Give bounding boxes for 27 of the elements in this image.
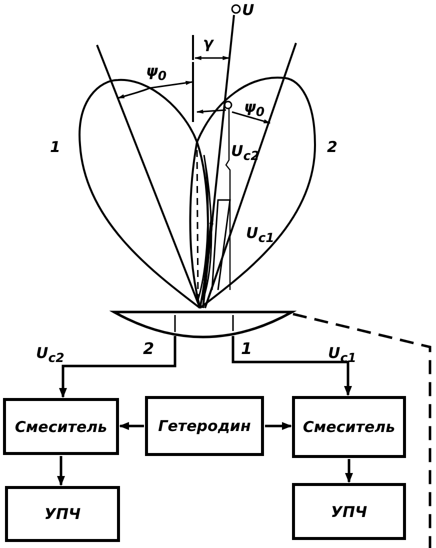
arrow — [265, 422, 292, 430]
diagram-label: ψ$_{0}$ — [244, 100, 265, 118]
diagram-label: ψ$_{0}$ — [146, 64, 167, 82]
edge-label: 2 — [142, 341, 156, 357]
diagram-label: U$_{c2}$ — [36, 346, 64, 364]
block-box — [292, 483, 406, 540]
block-label: УПЧ — [44, 505, 81, 523]
block-box — [3, 398, 119, 455]
block-box — [5, 486, 120, 542]
block-box — [145, 396, 264, 456]
block-label: УПЧ — [330, 502, 368, 520]
diagram-label: U — [242, 3, 254, 18]
block-box — [292, 396, 406, 458]
edge-label: 1 — [240, 341, 254, 357]
block-label: Смеситель — [14, 418, 108, 436]
block-label: Смеситель — [302, 418, 396, 436]
arrow — [59, 336, 176, 398]
arrow — [119, 422, 144, 430]
diagram-label: 2 — [327, 140, 338, 155]
diagram-label: 1 — [50, 140, 60, 155]
arrow — [232, 336, 352, 396]
diagram-label: γ — [203, 36, 214, 51]
diagram-label: U$_{c1}$ — [246, 226, 274, 244]
dashed-line — [292, 312, 432, 548]
block-label: Гетеродин — [158, 417, 251, 435]
arrow — [345, 459, 353, 483]
arrow — [57, 456, 65, 486]
